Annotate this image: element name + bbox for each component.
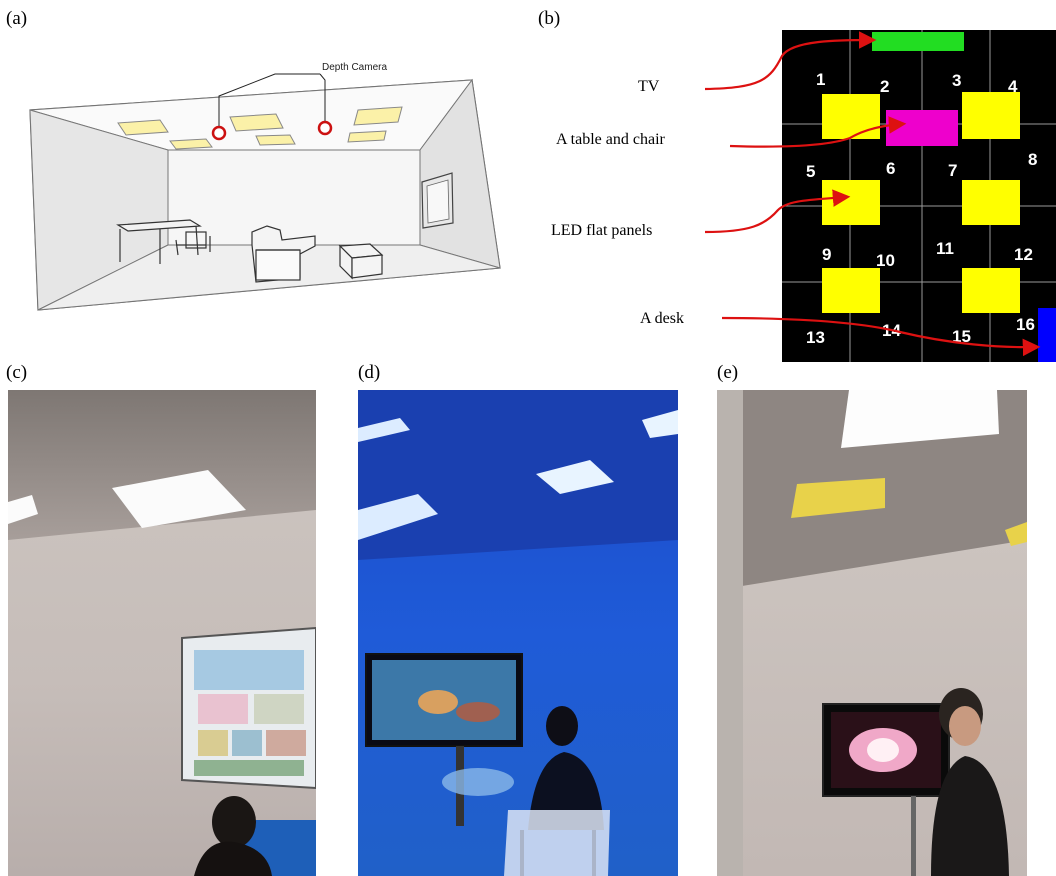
ceiling-light-yellow: [791, 478, 885, 518]
led-panel-1: [822, 94, 880, 139]
arrow-desk: [721, 316, 1041, 357]
led-panel-6: [962, 268, 1020, 313]
panel-label-b: (b): [538, 8, 561, 29]
depth-camera-1: [211, 125, 227, 141]
grid-number: 12: [1014, 245, 1033, 264]
grid-number: 8: [1028, 150, 1037, 169]
tv-block: [872, 32, 964, 51]
ceiling-led-panels: [117, 106, 403, 150]
coffee-table: [338, 243, 384, 280]
arrow-led: [704, 189, 851, 234]
depth-camera-label: Depth Camera: [322, 62, 387, 73]
callout-line-1: [218, 73, 320, 126]
grid-number: 6: [886, 159, 895, 178]
grid-number: 16: [1016, 315, 1035, 334]
label-led-panels: LED flat panels: [551, 222, 653, 239]
grid-number: 9: [822, 245, 831, 264]
grid-number: 2: [880, 77, 889, 96]
grid-number: 7: [948, 161, 957, 180]
ceiling-light-panel: [358, 418, 410, 442]
label-desk: A desk: [640, 310, 684, 327]
floor-plan-grid: 1 2 3 4 5 6 7 8 9 10 11 12 13 14 15 16: [782, 30, 1056, 362]
chair: [504, 810, 610, 876]
grid-number: 1: [816, 70, 825, 89]
led-panel-3: [822, 180, 880, 225]
panel-label-e: (e): [717, 362, 739, 383]
panel-label-c: (c): [6, 362, 28, 383]
depth-camera-2: [317, 120, 333, 136]
led-panel-2: [962, 92, 1020, 139]
label-tv: TV: [638, 78, 660, 95]
photo-room-neutral: [8, 390, 316, 876]
arrow-tv: [704, 31, 877, 91]
callout-line-2: [319, 73, 326, 121]
grid-number: 4: [1008, 77, 1018, 96]
grid-number: 3: [952, 71, 961, 90]
led-panel-5: [822, 268, 880, 313]
grid-number: 11: [936, 239, 954, 258]
ceiling-light-panel: [112, 470, 246, 528]
grid-number: 5: [806, 162, 815, 181]
grid-number: 10: [876, 251, 895, 270]
sofa: [251, 225, 316, 283]
annotation-arrows: [704, 31, 1041, 357]
label-table-chair: A table and chair: [556, 131, 665, 148]
grid-number: 15: [952, 327, 971, 346]
room-sketch: Depth Camera: [29, 62, 501, 311]
ceiling-light-panel: [841, 390, 999, 448]
table-and-chair: [116, 219, 211, 264]
photo-room-warm: [717, 390, 1027, 876]
photo-room-blue: [358, 390, 678, 876]
led-panel-4: [962, 180, 1020, 225]
grid-number: 13: [806, 328, 825, 347]
panel-label-a: (a): [6, 8, 28, 29]
panel-label-d: (d): [358, 362, 381, 383]
desk-block: [1038, 308, 1056, 362]
arrow-table: [729, 116, 907, 148]
